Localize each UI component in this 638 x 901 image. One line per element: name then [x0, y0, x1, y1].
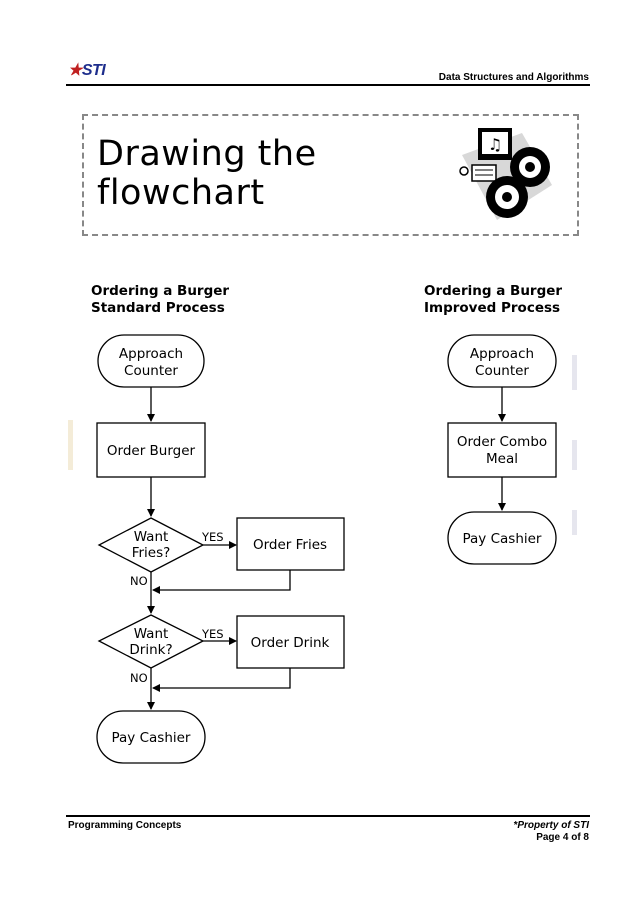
footer-meta: *Property of STI Page 4 of 8	[513, 820, 589, 844]
sti-logo-icon: ★STI	[68, 62, 106, 79]
decor-mark	[68, 420, 73, 470]
decor-mark	[572, 355, 577, 390]
slide-title-line2: flowchart	[97, 173, 265, 213]
yes-label: YES	[201, 627, 224, 641]
approach-counter-label1: Approach	[119, 346, 183, 362]
approach-counter-label2: Counter	[475, 363, 529, 379]
computer-cd-clipart-icon: ♫	[459, 128, 552, 220]
standard-heading-line1: Ordering a Burger	[91, 283, 230, 299]
no-label: NO	[130, 574, 148, 588]
order-combo-label2: Meal	[486, 451, 518, 467]
order-combo-label1: Order Combo	[457, 434, 547, 450]
header-rule	[66, 84, 590, 86]
footer-course: Programming Concepts	[68, 820, 182, 831]
drink-return-arrow	[152, 668, 291, 692]
standard-process-heading: Ordering a Burger Standard Process	[91, 283, 229, 317]
slide-title: Drawing the flowchart	[97, 135, 317, 213]
logo-text: STI	[81, 62, 106, 79]
order-combo-box	[447, 422, 557, 478]
approach-counter-label1: Approach	[470, 346, 534, 362]
order-burger-label: Order Burger	[107, 443, 196, 459]
want-drink-label1: Want	[134, 626, 169, 642]
pay-cashier-label: Pay Cashier	[112, 730, 191, 746]
order-drink-box	[236, 615, 345, 669]
improved-heading-line2: Improved Process	[424, 300, 561, 316]
improved-flowchart: Approach Counter Order Combo Meal Pay Ca…	[447, 334, 557, 565]
order-fries-label: Order Fries	[253, 537, 327, 553]
header-title: Data Structures and Algorithms	[438, 72, 589, 83]
want-fries-label1: Want	[134, 529, 169, 545]
yes-label: YES	[201, 530, 224, 544]
pay-cashier-label: Pay Cashier	[463, 531, 542, 547]
standard-heading-line2: Standard Process	[91, 300, 225, 316]
title-box	[82, 114, 579, 236]
order-drink-label: Order Drink	[251, 635, 330, 651]
improved-heading-line1: Ordering a Burger	[424, 283, 563, 299]
footer-rule	[66, 815, 590, 817]
order-fries-box	[236, 517, 345, 571]
order-burger-box	[96, 422, 206, 478]
fries-return-arrow	[152, 570, 291, 594]
want-fries-label2: Fries?	[132, 545, 171, 561]
slide-title-line1: Drawing the	[97, 134, 317, 174]
footer-page-number: Page 4 of 8	[536, 832, 589, 843]
want-drink-label2: Drink?	[129, 642, 172, 658]
decor-mark	[572, 440, 577, 470]
decor-mark	[572, 510, 577, 535]
approach-counter-label2: Counter	[124, 363, 178, 379]
footer-property: *Property of STI	[513, 820, 589, 831]
no-label: NO	[130, 671, 148, 685]
standard-flowchart: Approach Counter Order Burger Want Fries…	[96, 334, 345, 764]
improved-process-heading: Ordering a Burger Improved Process	[424, 283, 562, 317]
pay-cashier-terminal	[447, 511, 557, 565]
pay-cashier-terminal	[96, 710, 206, 764]
svg-text:♫: ♫	[488, 135, 502, 154]
